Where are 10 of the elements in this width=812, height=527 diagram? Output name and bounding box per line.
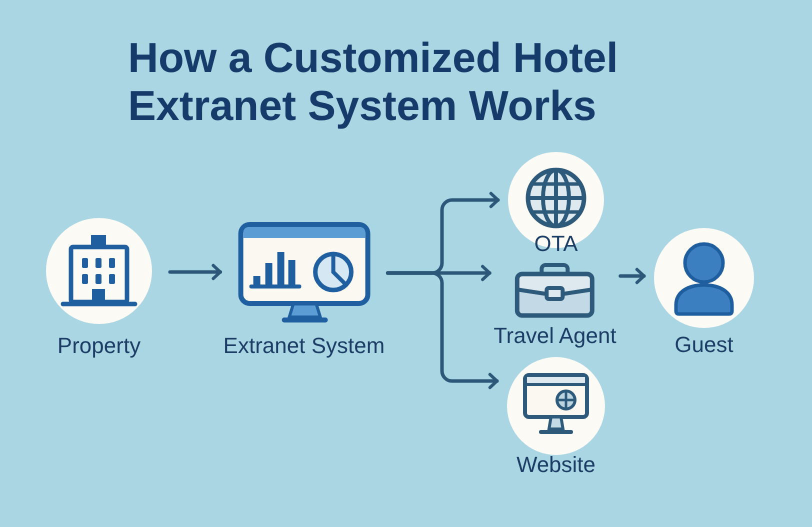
node-label: Guest	[674, 332, 734, 358]
node-label: Property	[57, 333, 141, 359]
title: How a Customized Hotel Extranet System Works	[128, 34, 620, 130]
node-label: Extranet System	[223, 333, 385, 359]
node-label: Website	[516, 452, 596, 478]
arrow	[386, 271, 499, 390]
node-label: Travel Agent	[494, 323, 616, 349]
arrow	[618, 268, 646, 284]
arrow	[168, 264, 222, 280]
node-label: OTA	[534, 231, 578, 257]
